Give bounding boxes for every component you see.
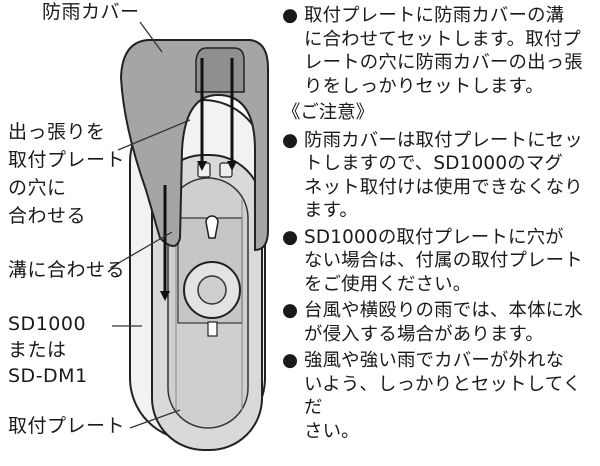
insertion-arrows <box>160 58 237 301</box>
note-line: さい。 <box>304 420 360 442</box>
bullet: ● <box>282 129 299 151</box>
label-protrusion-line: 合わせる <box>8 205 87 227</box>
notes-heading: 《ご注意》 <box>282 102 374 123</box>
instruction-line: りをしっかりセットします。 <box>304 75 544 97</box>
instruction-line: 取付プレートに防雨カバーの溝 <box>304 5 565 26</box>
note-line: 台風や横殴りの雨では、本体に水 <box>304 300 583 321</box>
note-line: トしますので、SD1000のマグ <box>304 153 564 174</box>
note-item: ● 台風や横殴りの雨では、本体に水 が侵入する場合があります。 <box>282 299 598 346</box>
instruction-line: レートの穴に防雨カバーの出っ張 <box>304 52 583 73</box>
label-protrusion-line: 取付プレート <box>8 149 126 171</box>
note-line: 強風や強い雨でカバーが外れな <box>304 350 565 371</box>
label-device-line: SD1000 <box>8 313 87 335</box>
instructions: ● 取付プレートに防雨カバーの溝 に合わせてセットします。取付プ レートの穴に防… <box>282 4 598 446</box>
note-line: をご使用ください。 <box>304 273 472 295</box>
label-mounting-plate: 取付プレート <box>8 415 126 437</box>
leader-lines <box>109 21 191 429</box>
label-device-line: または <box>8 339 67 361</box>
label-groove: 溝に合わせる <box>8 259 126 281</box>
note-line: SD1000の取付プレートに穴が <box>304 226 564 248</box>
label-protrusion-line: の穴に <box>8 177 67 199</box>
note-item: ● 強風や強い雨でカバーが外れな いよう、しっかりとセットしてくだ さい。 <box>282 349 598 443</box>
bullet: ● <box>282 300 299 321</box>
label-device-line: SD-DM1 <box>8 365 88 387</box>
label-protrusion-line: 出っ張りを <box>8 121 106 143</box>
note-item: ● 防雨カバーは取付プレートにセッ トしますので、SD1000のマグ ネット取付… <box>282 129 598 223</box>
note-line: ない場合は、付属の取付プレート <box>304 250 583 271</box>
note-line: が侵入する場合があります。 <box>304 323 544 345</box>
note-line: ネット取付けは使用できなくなり <box>304 176 583 198</box>
instruction-line: に合わせてセットします。取付プ <box>304 28 582 50</box>
bullet: ● <box>282 226 299 248</box>
note-line: 防雨カバーは取付プレートにセッ <box>304 129 583 151</box>
bullet: ● <box>282 350 299 371</box>
note-item: ● SD1000の取付プレートに穴が ない場合は、付属の取付プレート をご使用く… <box>282 226 598 297</box>
main-instruction: ● 取付プレートに防雨カバーの溝 に合わせてセットします。取付プ レートの穴に防… <box>282 4 598 98</box>
mounting-plate <box>151 154 263 451</box>
note-line: いよう、しっかりとセットしてくだ <box>304 373 582 419</box>
bullet: ● <box>282 5 299 26</box>
label-rain-cover: 防雨カバー <box>42 1 140 23</box>
note-line: ます。 <box>304 200 358 221</box>
